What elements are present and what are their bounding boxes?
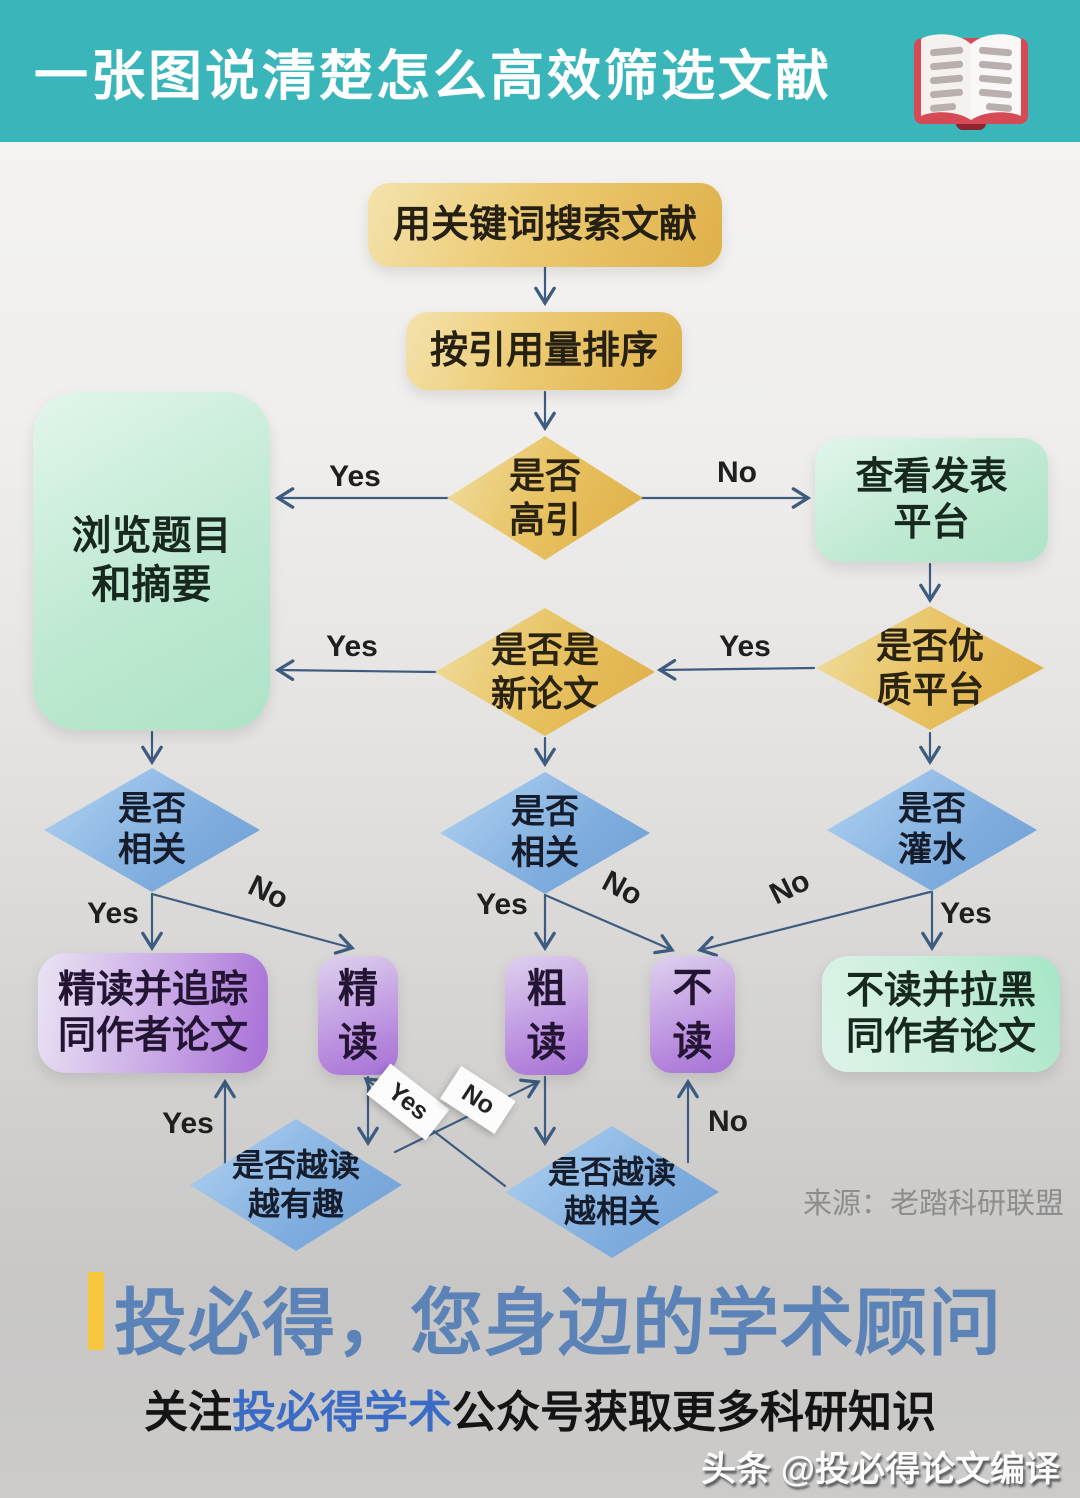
open-book-icon [914, 34, 1028, 130]
header-band: 一张图说清楚怎么高效筛选文献 [0, 0, 1080, 142]
label-relevantmid-no: No [596, 864, 648, 913]
decision-relevant-left: 是否 相关 [44, 768, 260, 892]
follow-cta: 关注投必得学术公众号获取更多科研知识 [0, 1376, 1080, 1440]
node-no-read-blacklist-author: 不读并拉黑 同作者论文 [822, 956, 1060, 1072]
node-intensive-read-track-author: 精读并追踪 同作者论文 [38, 953, 268, 1073]
label-high-no: No [717, 456, 757, 489]
label-relevantmid-yes: Yes [476, 888, 528, 921]
edge-spam-no-noread [696, 890, 932, 957]
decision-more-interesting: 是否越读 越有趣 [190, 1119, 402, 1251]
node-browse-title-abstract: 浏览题目 和摘要 [33, 392, 270, 730]
label-interesting-yes: Yes [162, 1107, 214, 1140]
label-high-yes: Yes [329, 460, 381, 493]
slogan-accent-bar [88, 1272, 104, 1350]
source-credit: 来源：老踏科研联盟 [802, 1188, 1064, 1220]
brand-slogan: 投必得，您身边的学术顾问 [114, 1283, 1002, 1364]
label-quality-yes: Yes [719, 630, 771, 663]
cta-brand-name: 投必得学术 [232, 1388, 452, 1437]
chip-interesting-no: No [439, 1065, 517, 1135]
decision-quality-platform: 是否优 质平台 [816, 606, 1044, 730]
label-spam-yes: Yes [940, 897, 992, 930]
label-relevantleft-yes: Yes [87, 897, 139, 930]
decision-highly-cited: 是否 高引 [447, 436, 643, 560]
node-skim-read: 粗 读 [505, 956, 588, 1075]
node-no-read: 不 读 [650, 956, 735, 1073]
edge-quality-yes-newpaper [656, 658, 816, 681]
label-relevantleft-no: No [243, 868, 294, 917]
node-check-platform: 查看发表 平台 [815, 438, 1048, 562]
label-newpaper-yes: Yes [326, 630, 378, 663]
node-search-keywords: 用关键词搜索文献 [368, 183, 722, 267]
node-intensive-read: 精 读 [318, 956, 398, 1075]
book-bookmark [956, 124, 986, 130]
cta-prefix: 关注 [144, 1388, 232, 1437]
cta-suffix: 公众号获取更多科研知识 [452, 1388, 936, 1437]
label-morerelevant-no: No [708, 1105, 748, 1138]
toutiao-watermark: 头条 @投必得论文编译 [701, 1450, 1060, 1489]
page-title: 一张图说清楚怎么高效筛选文献 [34, 46, 832, 107]
node-sort-by-citations: 按引用量排序 [406, 312, 682, 390]
edge-relevantmid-no-noread [543, 893, 675, 955]
chip-morerelevant-yes: Yes [366, 1063, 450, 1141]
decision-new-paper: 是否是 新论文 [435, 608, 655, 736]
book-text-lines [930, 46, 1012, 112]
label-spam-no: No [764, 863, 815, 912]
decision-spam: 是否 灌水 [827, 769, 1037, 891]
decision-more-relevant: 是否越读 越相关 [505, 1126, 719, 1258]
edge-newpaper-yes-browse [274, 659, 439, 682]
